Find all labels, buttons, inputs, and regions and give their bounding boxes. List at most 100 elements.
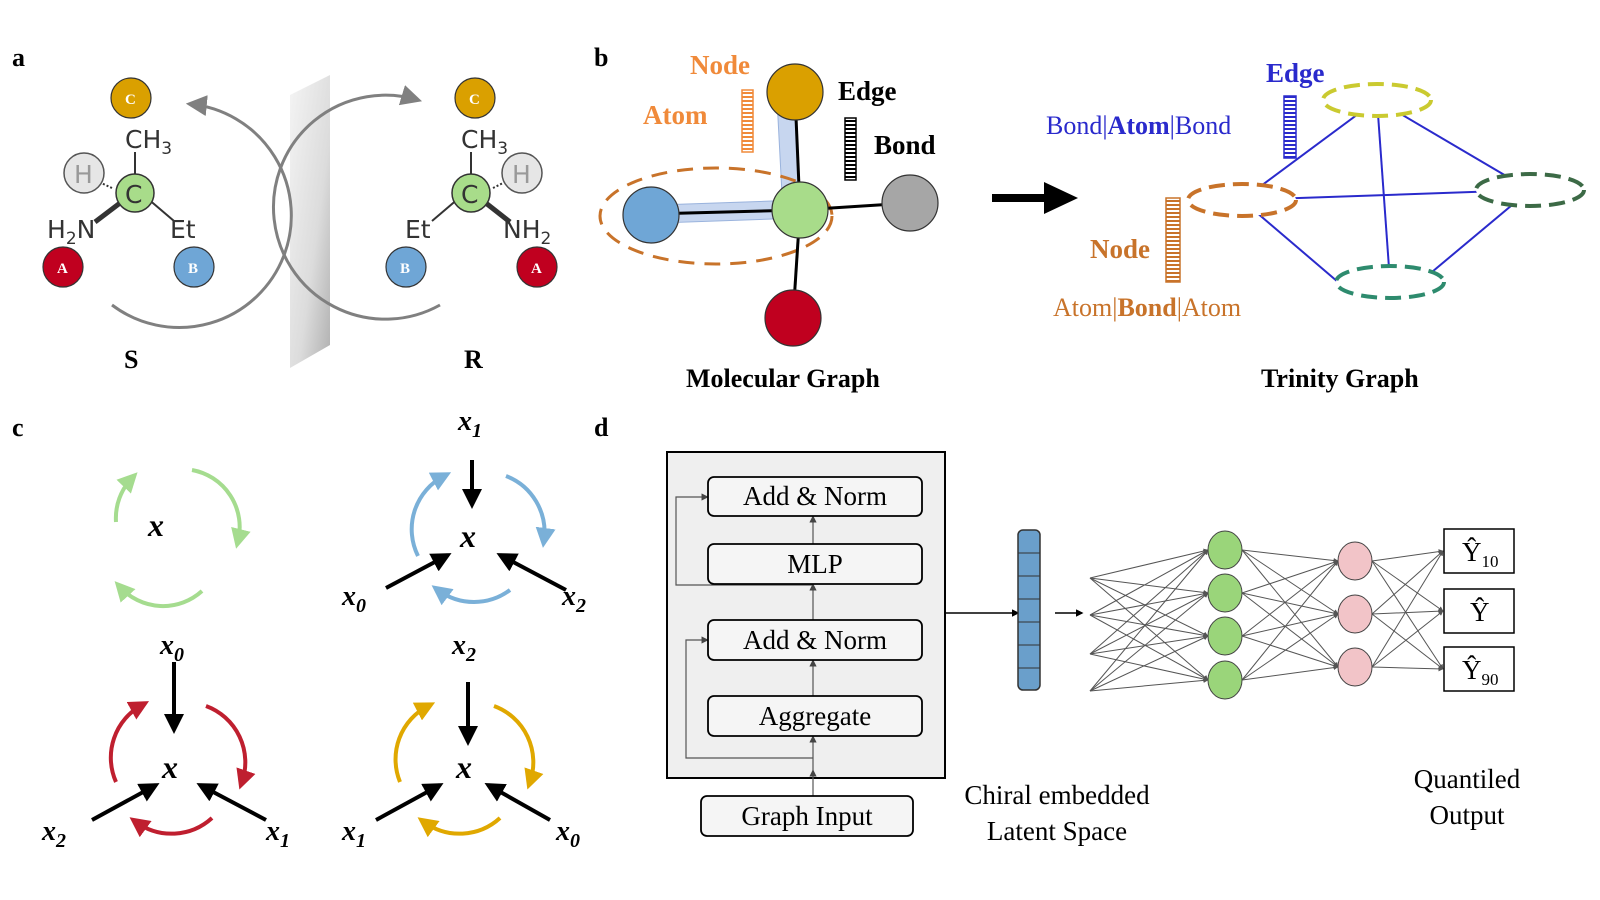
marker-b-r [385,246,427,288]
network-connection [1371,560,1444,670]
network-connection [1089,635,1209,692]
graph-transform-arrow [992,182,1078,214]
s-enantiomer: H C CH3 H2N Et C A B S [42,77,293,374]
network-connection [1241,635,1339,668]
network-connection [1089,634,1209,655]
network-connection [1371,666,1444,672]
network-connection [1089,591,1209,616]
network-connection [1089,677,1209,692]
network-connection [1241,613,1339,681]
config-label-r: R [464,345,483,374]
hydrogen-ghost-r [501,152,543,194]
block-add-norm-bottom: Add & Norm [707,619,923,661]
stereocenter-s [115,173,155,213]
node-description-trinity: Atom|Bond|Atom [1053,293,1241,322]
output-y90: Ŷ90 [1443,646,1515,692]
trinity-edge-feature-vector [1283,95,1297,159]
marker-b-s-label: B [188,261,198,277]
ethyl-label-s: Et [170,215,196,244]
panel-label-c: c [12,413,24,442]
cycle-green: x [113,468,251,609]
trinity-node-darkgreen [1474,172,1586,208]
prediction-network [1089,530,1444,700]
network-connection [1371,560,1444,612]
amine-label-s: H2N [47,215,95,249]
cycle-blue-right: x2 [561,581,586,617]
atom-blue [622,186,680,244]
panel-label-a: a [12,43,25,72]
network-connection [1241,549,1339,563]
skip-connection-upper [675,493,813,586]
config-label-s: S [124,345,138,374]
stereocenter-r [451,173,491,213]
latent-vector [1017,529,1041,691]
output-y-label: Ŷ [1470,597,1490,627]
network-connection [1089,577,1209,681]
hidden-neuron-pink [1337,541,1373,581]
cycle-red-top: x0 [159,630,184,666]
ethyl-label-r: Et [405,215,431,244]
marker-a-r-label: A [531,261,542,277]
node-label-molecular: Node [690,50,750,80]
network-connection [1089,549,1209,616]
caption-molecular-graph: Molecular Graph [686,364,880,393]
panel-d: Add & Norm MLP Add & Norm Aggregate Grap… [666,451,1521,846]
network-connection [1241,592,1339,616]
network-connection [1241,592,1339,668]
network-connection [1089,549,1209,655]
network-connection [1089,614,1209,638]
output-y10: Ŷ10 [1443,528,1515,574]
r-enantiomer: H C CH3 Et NH2 C B A R [271,77,558,374]
marker-c-s [110,77,152,119]
latent-caption-line2: Latent Space [987,816,1127,846]
network-connection [1241,612,1339,637]
cycle-red-left: x2 [41,816,66,852]
network-connection [1371,613,1444,670]
panel-label-d: d [594,413,609,442]
skip-connection-lower [685,636,813,759]
hidden-neuron-green [1207,660,1243,700]
block-aggregate-label: Aggregate [759,701,871,731]
cycle-yellow-left: x1 [341,816,366,852]
hydrogen-ghost-s [63,152,105,194]
node-neighborhood-ellipse [598,166,834,266]
stereocenter-label-s: C [125,180,142,209]
output-caption-line2: Output [1429,800,1505,830]
hidden-neuron-green [1207,530,1243,570]
marker-c-r [454,77,496,119]
atom-label-molecular: Atom [643,100,708,130]
atom-feature-vector [741,89,754,153]
mirror-plane [290,75,330,368]
marker-a-s-label: A [57,261,68,277]
marker-c-s-label: C [125,92,136,108]
cycle-blue-left: x0 [341,581,366,617]
panel-label-b: b [594,43,608,72]
trinity-node-feature-vector [1165,197,1181,283]
network-connection [1089,592,1209,655]
methyl-label-s: CH3 [125,125,172,159]
cycle-green-center: x [147,507,164,543]
network-connection [1241,549,1339,615]
network-connection [1089,653,1209,682]
network-connection [1089,592,1209,692]
trinity-graph: Edge Bond|Atom|Bond Node Atom|Bond|Atom … [1046,58,1586,393]
caption-trinity-graph: Trinity Graph [1261,364,1419,393]
network-connection [1371,550,1444,615]
stereocenter-label-r: C [461,180,478,209]
hidden-neuron-pink [1337,647,1373,687]
block-graph-input: Graph Input [700,795,914,837]
block-aggregate: Aggregate [707,695,923,737]
network-connection [1371,608,1444,615]
cycle-yellow: x x2 x1 x0 [341,630,580,852]
block-mlp-label: MLP [787,549,843,579]
panel-c: x x x1 x0 x2 x x0 x2 x1 [41,406,586,852]
cycle-blue-center: x [459,518,476,554]
marker-c-r-label: C [469,92,480,108]
output-y10-label: Ŷ10 [1462,537,1499,571]
trinity-node-teal [1334,264,1446,300]
hidden-neuron-green [1207,616,1243,656]
network-connection [1241,560,1339,637]
hydrogen-label-r: H [512,160,531,189]
output-y: Ŷ [1443,588,1515,634]
